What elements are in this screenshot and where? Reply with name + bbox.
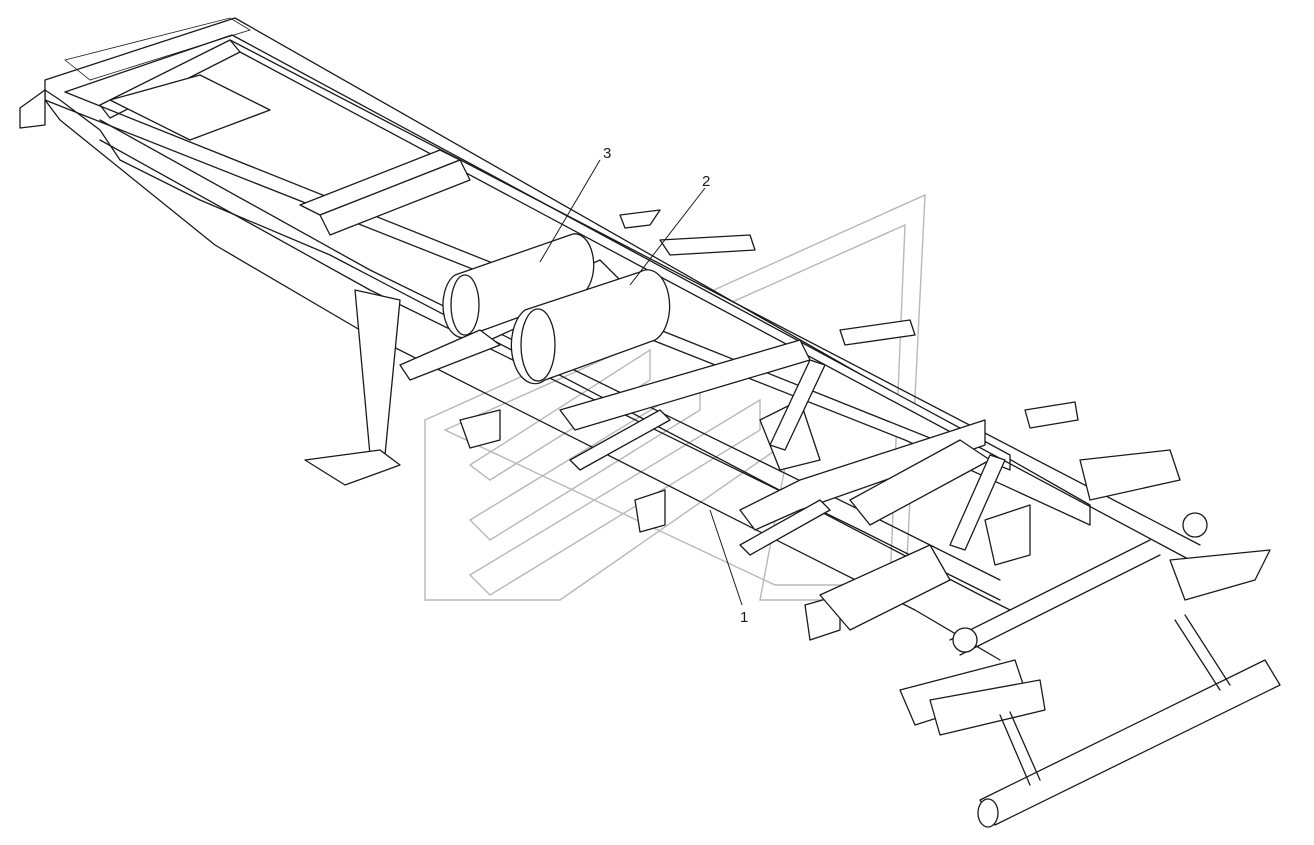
callout-3-label: 3 — [603, 145, 611, 162]
tank-2 — [510, 269, 671, 385]
callout-1-label: 1 — [740, 609, 748, 626]
callout-2: 2 — [629, 173, 710, 286]
supports — [304, 289, 1031, 641]
rear-section — [819, 449, 1281, 828]
callout-2-label: 2 — [702, 173, 710, 190]
tank-3 — [442, 233, 595, 339]
callout-1: 1 — [709, 509, 748, 626]
side-brackets — [619, 209, 1079, 429]
cross-members — [109, 74, 991, 531]
callout-3: 3 — [539, 145, 611, 263]
